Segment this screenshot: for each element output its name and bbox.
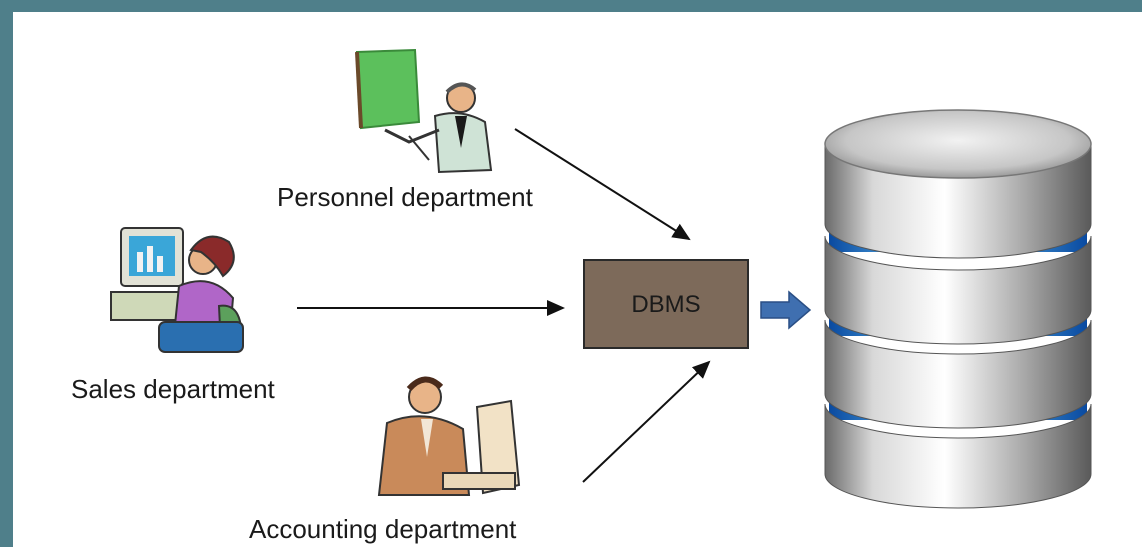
database-cylinder-icon [824,109,1092,509]
connector-arrows [297,128,812,483]
arrow-accounting-to-dbms [582,360,711,483]
slide-canvas: Personnel department Sales department Ac… [13,12,1142,547]
personnel-department-label: Personnel department [277,182,533,212]
accounting-department-label: Accounting department [249,514,517,544]
sales-department-label: Sales department [71,374,275,404]
dbms-label: DBMS [631,291,701,318]
presenter-clipart-icon [355,48,493,174]
office-worker-clipart-icon [377,376,521,496]
arrow-personnel-to-dbms [514,128,691,241]
computer-user-clipart-icon [110,227,244,353]
block-arrow-to-database [760,290,812,330]
dbms-box: DBMS [583,259,749,349]
